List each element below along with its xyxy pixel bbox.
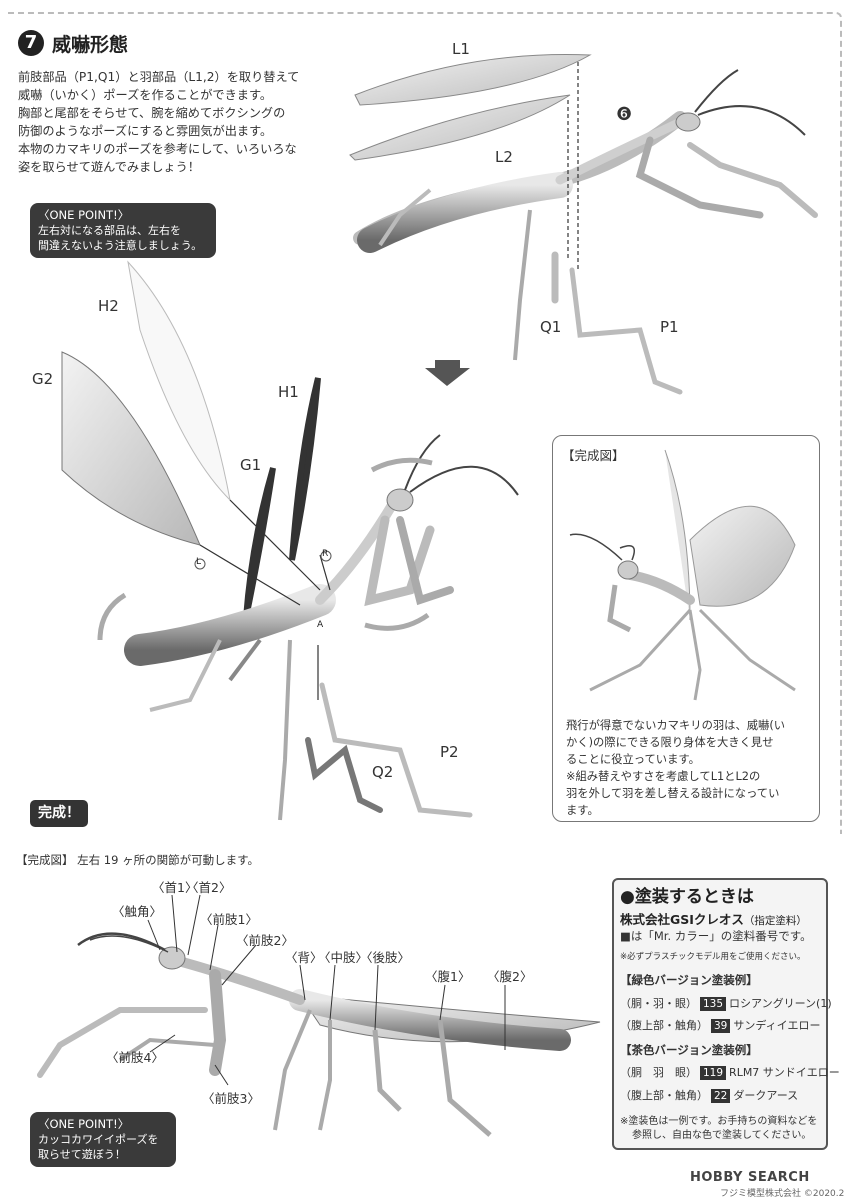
middle-mantis-illustration — [97, 434, 519, 821]
label-p2: P2 — [440, 743, 459, 761]
label-h1: H1 — [278, 383, 299, 401]
label-g1: G1 — [240, 456, 262, 474]
label-q1: Q1 — [540, 318, 562, 336]
paint-guide-box — [612, 878, 828, 1150]
finished-panel-title: 【完成図】 — [562, 448, 625, 463]
mark-r: R — [322, 549, 329, 559]
down-arrow-icon — [425, 360, 470, 386]
top-mantis-illustration — [353, 62, 818, 395]
step-intro-text: 前肢部品（P1,Q1）と羽部品（L1,2）を取り替えて 威嚇（いかく）ポーズを作… — [18, 68, 338, 176]
bottom-mantis-illustration — [37, 894, 601, 1137]
note-line: かく)の際にできる限り身体を大きく見せ — [566, 736, 774, 749]
paint-part: （腹上部・触角） — [620, 1089, 708, 1102]
paint-plastic-note: ※必ずプラスチックモデル用をご使用ください。 — [620, 952, 806, 962]
intro-line: 前肢部品（P1,Q1）と羽部品（L1,2）を取り替えて — [18, 70, 300, 84]
wing-h2-part — [127, 260, 231, 502]
finished-panel-mantis-illustration — [569, 449, 796, 701]
paint-color-name: ダークアース — [733, 1089, 799, 1102]
paint-color-name: ロシアングリーン(1) — [729, 997, 832, 1010]
onepoint-heading: 〈ONE POINT!〉 — [38, 1117, 130, 1131]
mark-a: A — [317, 620, 324, 630]
label-zenshi3: 〈前肢3〉 — [202, 1091, 260, 1106]
onepoint-bottom-bubble: 〈ONE POINT!〉 カッコカワイイポーズを 取らせて遊ぼう！ — [30, 1112, 176, 1167]
paint-brand-name: 株式会社GSIクレオス — [620, 912, 744, 927]
finished-panel — [552, 435, 820, 822]
wing-h1-part — [289, 377, 321, 561]
onepoint-line: 取らせて遊ぼう！ — [38, 1148, 126, 1161]
label-shokkaku: 〈触角〉 — [112, 904, 163, 919]
note-line: ることに役立っています。 — [566, 753, 700, 766]
note-line: 飛行が得意でないカマキリの羽は、威嚇(い — [566, 719, 786, 732]
paint-footnote: ※塗装色は一例です。お手持ちの資料などを — [620, 1116, 818, 1127]
paint-brand: 株式会社GSIクレオス（指定塗料） — [620, 909, 807, 928]
label-q2: Q2 — [372, 763, 394, 781]
brown-version-title: 【茶色バージョン塗装例】 — [620, 1043, 758, 1057]
label-koshi: 〈後肢〉 — [360, 950, 411, 965]
step-title: 威嚇形態 — [52, 34, 129, 56]
paint-code-badge: 119 — [700, 1066, 727, 1080]
paint-part: （胴・羽・眼） — [620, 997, 697, 1010]
wing-l2-part — [349, 94, 571, 161]
top-section-frame — [8, 12, 842, 834]
paint-color-name: RLM7 サンドイエロー — [729, 1066, 840, 1079]
step-number-badge: 7 — [18, 30, 44, 56]
onepoint-heading: 〈ONE POINT!〉 — [38, 208, 130, 222]
label-l1: L1 — [452, 40, 470, 58]
paint-code-note: ■は「Mr. カラー」の塗料番号です。 — [620, 929, 812, 943]
label-kubi1: 〈首1〉 — [152, 880, 198, 895]
label-fuku1: 〈腹1〉 — [425, 969, 471, 984]
label-se: 〈背〉 — [285, 950, 323, 965]
wing-g2-part — [61, 351, 201, 546]
mark-l: L — [196, 557, 202, 567]
marker-6: ❻ — [616, 104, 633, 125]
paint-brand-note: （指定塗料） — [743, 915, 807, 927]
label-kubi2: 〈首2〉 — [186, 880, 232, 895]
label-p1: P1 — [660, 318, 679, 336]
label-zenshi1: 〈前肢1〉 — [200, 912, 258, 927]
paint-code-badge: 135 — [700, 997, 727, 1011]
note-line: 羽を外して羽を差し替える設計になってい — [566, 787, 780, 800]
paint-part: （胴 羽 眼） — [620, 1066, 697, 1079]
label-l2: L2 — [495, 148, 513, 166]
watermark: HOBBY SEARCH — [690, 1170, 810, 1185]
green-version-title: 【緑色バージョン塗装例】 — [620, 973, 758, 987]
finished-panel-note: 飛行が得意でないカマキリの羽は、威嚇(い かく)の際にできる限り身体を大きく見せ… — [566, 717, 812, 819]
intro-line: 胸部と尾部をそらせて、腕を縮めてボクシングの — [18, 106, 286, 120]
label-g2: G2 — [32, 370, 54, 388]
onepoint-line: カッコカワイイポーズを — [38, 1133, 159, 1146]
paint-title: ●塗装するときは — [620, 887, 754, 907]
label-chushi: 〈中肢〉 — [318, 950, 369, 965]
paint-part: （腹上部・触角） — [620, 1019, 708, 1032]
label-zenshi4: 〈前肢4〉 — [106, 1050, 164, 1065]
wing-g1-part — [243, 467, 276, 619]
finish-badge: 完成！ — [30, 800, 88, 827]
copyright: フジミ模型株式会社 ©2020.2 — [720, 1189, 845, 1199]
paint-code-badge: 39 — [711, 1019, 731, 1033]
intro-line: 威嚇（いかく）ポーズを作ることができます。 — [18, 88, 273, 102]
onepoint-line: 間違えないよう注意しましょう。 — [38, 239, 203, 252]
label-fuku2: 〈腹2〉 — [487, 969, 533, 984]
note-line: ます。 — [566, 804, 599, 817]
intro-line: 防御のようなポーズにすると雰囲気が出ます。 — [18, 124, 273, 138]
paint-color-name: サンディイエロー — [733, 1019, 821, 1032]
wing-l1-part — [354, 54, 592, 106]
paint-footnote: 参照し、自由な色で塗装してください。 — [632, 1130, 812, 1141]
onepoint-line: 左右対になる部品は、左右を — [38, 224, 181, 237]
label-zenshi2: 〈前肢2〉 — [236, 933, 294, 948]
bottom-caption: 【完成図】 左右 19 ヶ所の関節が可動します。 — [16, 853, 259, 867]
intro-line: 本物のカマキリのポーズを参考にして、いろいろな — [18, 142, 297, 156]
note-line: ※組み替えやすさを考慮してL1とL2の — [566, 770, 761, 783]
onepoint-top-bubble: 〈ONE POINT!〉 左右対になる部品は、左右を 間違えないよう注意しましょ… — [30, 203, 216, 258]
intro-line: 姿を取らせて遊んでみましょう！ — [18, 160, 200, 174]
paint-code-badge: 22 — [711, 1089, 731, 1103]
label-h2: H2 — [98, 297, 119, 315]
